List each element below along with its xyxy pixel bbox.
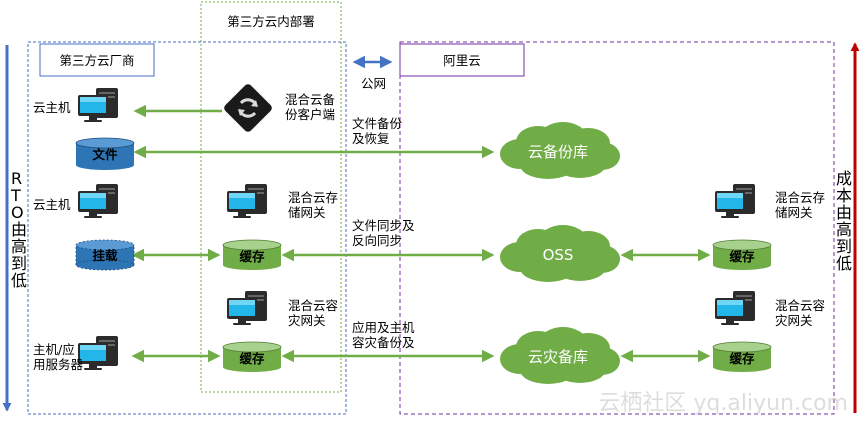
host-label: 云主机 [33,197,71,212]
rto-axis-label: RTO由高到低 [11,169,28,290]
aliyun-region-box [399,41,835,415]
backup-vault-cloud-label: 云备份库 [528,143,588,161]
onprem-region-title: 第三方云内部署 [227,14,315,29]
aliyun-title-box [399,43,525,77]
oss-cloud-label: OSS [543,246,574,264]
host-label: 云主机 [33,100,71,115]
backup-link-label: 文件备份及恢复 [352,116,403,146]
remote-storage-gateway-label: 混合云存储网关 [775,190,826,220]
backup-vault-cloud: 云备份库 [500,122,620,179]
public-network-label: 公网 [361,76,387,91]
dr-cache-cylinder: 缓存 [222,341,282,372]
onprem-region-box [200,1,342,393]
oss-cloud: OSS [500,225,620,282]
dr-gateway-label: 混合云容灾网关 [288,298,339,328]
mount-cylinder: 挂载 [75,239,135,271]
cache-label: 缓存 [239,351,265,366]
dr-vault-cloud-label: 云灾备库 [528,348,588,366]
dr-gateway-computer-icon [227,291,267,325]
vendor-title-box [39,43,155,77]
file-cylinder: 文件 [75,137,135,170]
sync-link-label: 文件同步及反向同步 [352,218,415,248]
host-computer-icon [78,184,118,218]
gateway-cache-cylinder: 缓存 [222,239,282,270]
dr-link-label: 应用及主机容灾备份及 [352,320,415,350]
cost-axis-label: 成本由高到低 [836,169,853,273]
vendor-region-title: 第三方云厂商 [59,53,135,68]
cache-label: 缓存 [729,249,755,264]
cache-label: 缓存 [239,249,265,264]
host-computer-icon [78,88,118,122]
remote-dr-gateway-computer-icon [715,291,755,325]
backup-client-label: 混合云备份客户端 [285,92,336,122]
dr-vault-cloud: 云灾备库 [500,327,620,384]
remote-storage-gateway-computer-icon [715,184,755,218]
remote-gateway-cache-cylinder: 缓存 [712,239,772,270]
remote-dr-gateway-label: 混合云容灾网关 [775,298,826,328]
backup-client-icon [224,84,272,132]
cache-label: 缓存 [729,351,755,366]
watermark: 云栖社区 yq.aliyun.com [598,391,848,416]
storage-gateway-computer-icon [227,184,267,218]
aliyun-region-title: 阿里云 [443,53,481,68]
remote-dr-cache-cylinder: 缓存 [712,341,772,372]
mount-cylinder-label: 挂载 [92,248,118,263]
storage-gateway-label: 混合云存储网关 [288,190,339,220]
file-cylinder-label: 文件 [92,147,118,162]
app-server-label: 主机/应用服务器 [33,342,84,372]
